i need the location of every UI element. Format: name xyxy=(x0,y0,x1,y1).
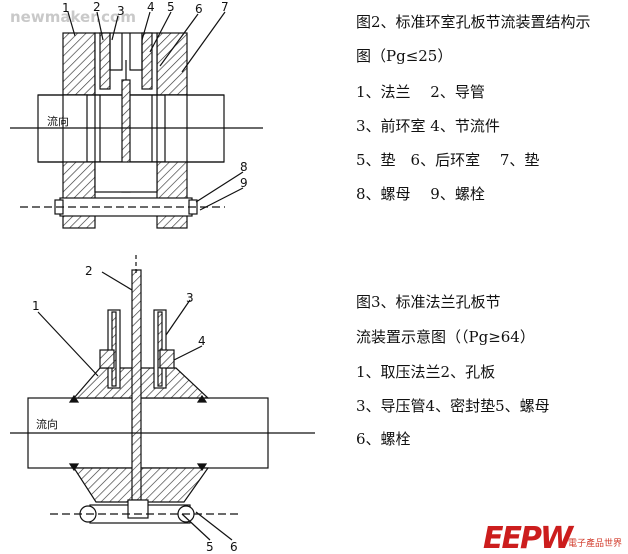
fig2-flow-label: 流向 xyxy=(47,114,69,128)
fig3-callout-5: 5 xyxy=(206,540,214,554)
fig2-bolt xyxy=(59,197,193,217)
fig2-drawing xyxy=(10,11,263,229)
fig2-legend-4: 8、螺母 9、螺栓 xyxy=(356,185,485,203)
fig2-callout-2: 2 xyxy=(93,0,101,14)
eepw-logo-mark-bg xyxy=(481,521,567,553)
fig3-callout-4: 4 xyxy=(198,334,206,348)
fig3-callout-2: 2 xyxy=(85,264,93,278)
fig2-callout-4: 4 xyxy=(147,0,155,14)
eepw-logo: EEPW 電子產品世界 xyxy=(481,521,622,554)
eepw-logo-mark: EEPW xyxy=(483,521,575,554)
fig2-legend-3: 5、垫 6、后环室 7、垫 xyxy=(356,151,540,169)
fig2-callout-5: 5 xyxy=(167,0,175,14)
fig2-callout-9: 9 xyxy=(240,176,248,190)
fig2-title-line2: 图（Pg≤25） xyxy=(356,47,453,65)
fig3-callout-3: 3 xyxy=(186,291,194,305)
fig2-callout-7: 7 xyxy=(221,0,229,14)
fig3-legend-3: 6、螺栓 xyxy=(356,430,411,448)
fig3-title-line1: 图3、标准法兰孔板节 xyxy=(356,293,501,311)
fig2-callout-3: 3 xyxy=(117,4,125,18)
fig2-title-line1: 图2、标准环室孔板节流装置结构示 xyxy=(356,13,591,31)
fig3-orifice-plate xyxy=(131,269,142,501)
fig2-lower-flange-left xyxy=(62,161,96,229)
fig2-callouts: 1 2 3 4 5 6 7 8 9 流向 xyxy=(47,0,248,190)
fig2-legend-2: 3、前环室 4、节流件 xyxy=(356,117,500,135)
fig3-title-line2: 流装置示意图（（Pg≥64） xyxy=(356,328,535,346)
fig2-upper-flange-left xyxy=(62,32,96,96)
fig2-legend-1: 1、法兰 2、导管 xyxy=(356,83,485,101)
fig2-callout-8: 8 xyxy=(240,160,248,174)
fig3-flow-label: 流向 xyxy=(36,417,58,431)
fig3-callout-1: 1 xyxy=(32,299,40,313)
fig3-drawing xyxy=(10,255,315,541)
fig2-callout-1: 1 xyxy=(62,1,70,15)
fig2-lower-flange-right xyxy=(156,161,188,229)
fig3-legend-2: 3、导压管4、密封垫5、螺母 xyxy=(356,397,550,415)
fig3-callouts: 1 2 3 4 5 6 流向 xyxy=(32,264,238,554)
eepw-logo-tagline: 電子產品世界 xyxy=(568,537,622,549)
fig3-callout-6: 6 xyxy=(230,540,238,554)
fig2-callout-6: 6 xyxy=(195,2,203,16)
fig3-legend-1: 1、取压法兰2、孔板 xyxy=(356,363,496,381)
watermark-text: newmaker.com xyxy=(10,8,136,26)
